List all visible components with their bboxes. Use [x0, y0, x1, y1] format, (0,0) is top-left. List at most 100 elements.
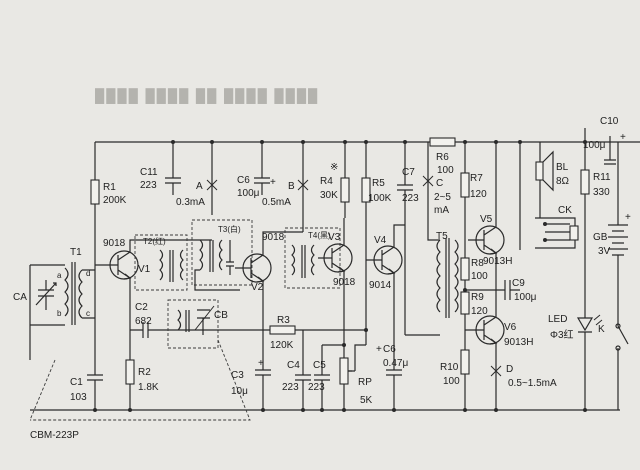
c2-capacitor: [130, 322, 170, 338]
gb-plus: +: [625, 212, 631, 223]
v5-part: 9013H: [483, 256, 512, 267]
ca-tuning-capacitor: [29, 264, 57, 360]
cb-label: CB: [214, 310, 228, 321]
c6-top-value: 100μ: [237, 188, 260, 199]
t3-label: T3(白): [218, 224, 241, 234]
r4-resistor: [340, 177, 350, 203]
c9-label: C9: [512, 278, 525, 289]
c11-value: 223: [140, 180, 157, 191]
v3-transistor: [318, 218, 353, 345]
v1-label: V1: [138, 264, 151, 275]
gang-dashed-link: [29, 339, 251, 421]
c-current-unit: mA: [434, 205, 449, 216]
b-point-mark: [297, 179, 309, 191]
gb-label: GB: [593, 232, 608, 243]
switch-contact-bottom: [615, 345, 621, 351]
r8-value: 100: [471, 271, 488, 282]
t5-transformer: [404, 225, 459, 336]
v1-transistor: [95, 239, 212, 360]
led-value: Φ3红: [550, 328, 574, 341]
r9-resistor: [460, 291, 470, 315]
r6-value: 100: [437, 165, 454, 176]
rp-leads: [343, 344, 366, 410]
v1-part: 9018: [103, 238, 126, 249]
t2-oscillator-coil: [159, 249, 184, 282]
c3-value: 10μ: [231, 386, 248, 397]
d-current: 0.5~1.5mA: [508, 378, 557, 389]
d-label: D: [506, 364, 513, 375]
v6-part: 9013H: [504, 337, 533, 348]
r8-resistor: [460, 257, 470, 281]
c3-plus: +: [258, 358, 264, 369]
r2-resistor: [125, 359, 135, 385]
t2-shield-can: [134, 234, 188, 291]
b-current: 0.5mA: [262, 197, 291, 208]
c6-bottom-label: C6: [383, 344, 396, 355]
c7-capacitor: [397, 142, 413, 225]
rp-label: RP: [358, 377, 372, 388]
a-point-mark: [206, 179, 218, 191]
k-label: K: [598, 324, 605, 335]
v2-label: V2: [251, 282, 264, 293]
cb-tuning-arrow: [194, 305, 215, 331]
v3-part: 9018: [333, 277, 356, 288]
rp-potentiometer: [339, 357, 349, 385]
v6-label: V6: [504, 322, 517, 333]
r11-value: 330: [593, 187, 610, 198]
c3-capacitor: [255, 300, 271, 410]
t3-tuning-cap: [226, 240, 234, 275]
c2-value: 682: [135, 316, 152, 327]
t1-pin-b: b: [57, 309, 62, 318]
r4-value: 30K: [320, 190, 338, 201]
c6-top-plus: +: [270, 177, 276, 188]
r1-value: 200K: [103, 195, 127, 206]
a-label: A: [196, 181, 203, 192]
v4-transistor: [366, 224, 405, 350]
t2-label: T2(红): [143, 236, 166, 246]
v2-transistor: [235, 231, 303, 300]
c4-capacitor: [295, 330, 311, 410]
r11-resistor: [580, 169, 590, 195]
c1-capacitor: [87, 320, 103, 410]
v6-transistor: [465, 290, 505, 410]
part-number-label: CBM-223P: [30, 430, 79, 441]
r2-value: 1.8K: [138, 382, 159, 393]
cb-trimmer-box: [167, 299, 219, 349]
battery-gb: [608, 224, 628, 256]
c4-label: C4: [287, 360, 300, 371]
v4-label: V4: [374, 235, 387, 246]
v5-transistor: [468, 142, 505, 290]
r4-label: R4: [320, 176, 333, 187]
r7-label: R7: [470, 173, 483, 184]
a-current: 0.3mA: [176, 197, 205, 208]
r11-label: R11: [593, 172, 611, 183]
c10-value: 100μ: [583, 140, 606, 151]
r4-star-mark: ※: [330, 162, 338, 173]
faint-header-text: ████ ████ ██ ████ ████: [95, 88, 319, 104]
b-label: B: [288, 181, 295, 192]
r1-label: R1: [103, 182, 116, 193]
bl-label: BL: [556, 162, 569, 173]
c7-value: 223: [402, 193, 419, 204]
led-label: LED: [548, 314, 567, 325]
r10-value: 100: [443, 376, 460, 387]
c2-label: C2: [135, 302, 148, 313]
ck-jack: [535, 217, 579, 249]
c1-label: C1: [70, 377, 83, 388]
t1-pin-c: c: [86, 309, 90, 318]
speaker-bl: [535, 150, 554, 192]
c6-bottom-value: 0.47μ: [383, 358, 408, 369]
c11-label: C11: [140, 167, 158, 178]
t3-shield-can: [191, 219, 253, 286]
c5-label: C5: [313, 360, 326, 371]
c3-label: C3: [231, 370, 244, 381]
r6-label: R6: [436, 152, 449, 163]
r10-label: R10: [440, 362, 459, 373]
r3-resistor: [269, 325, 296, 335]
t1-antenna-coil: [55, 262, 95, 326]
c5-value: 223: [308, 382, 325, 393]
r9-label: R9: [471, 292, 484, 303]
r9-value: 120: [471, 306, 488, 317]
c6-top-capacitor: [254, 142, 270, 195]
